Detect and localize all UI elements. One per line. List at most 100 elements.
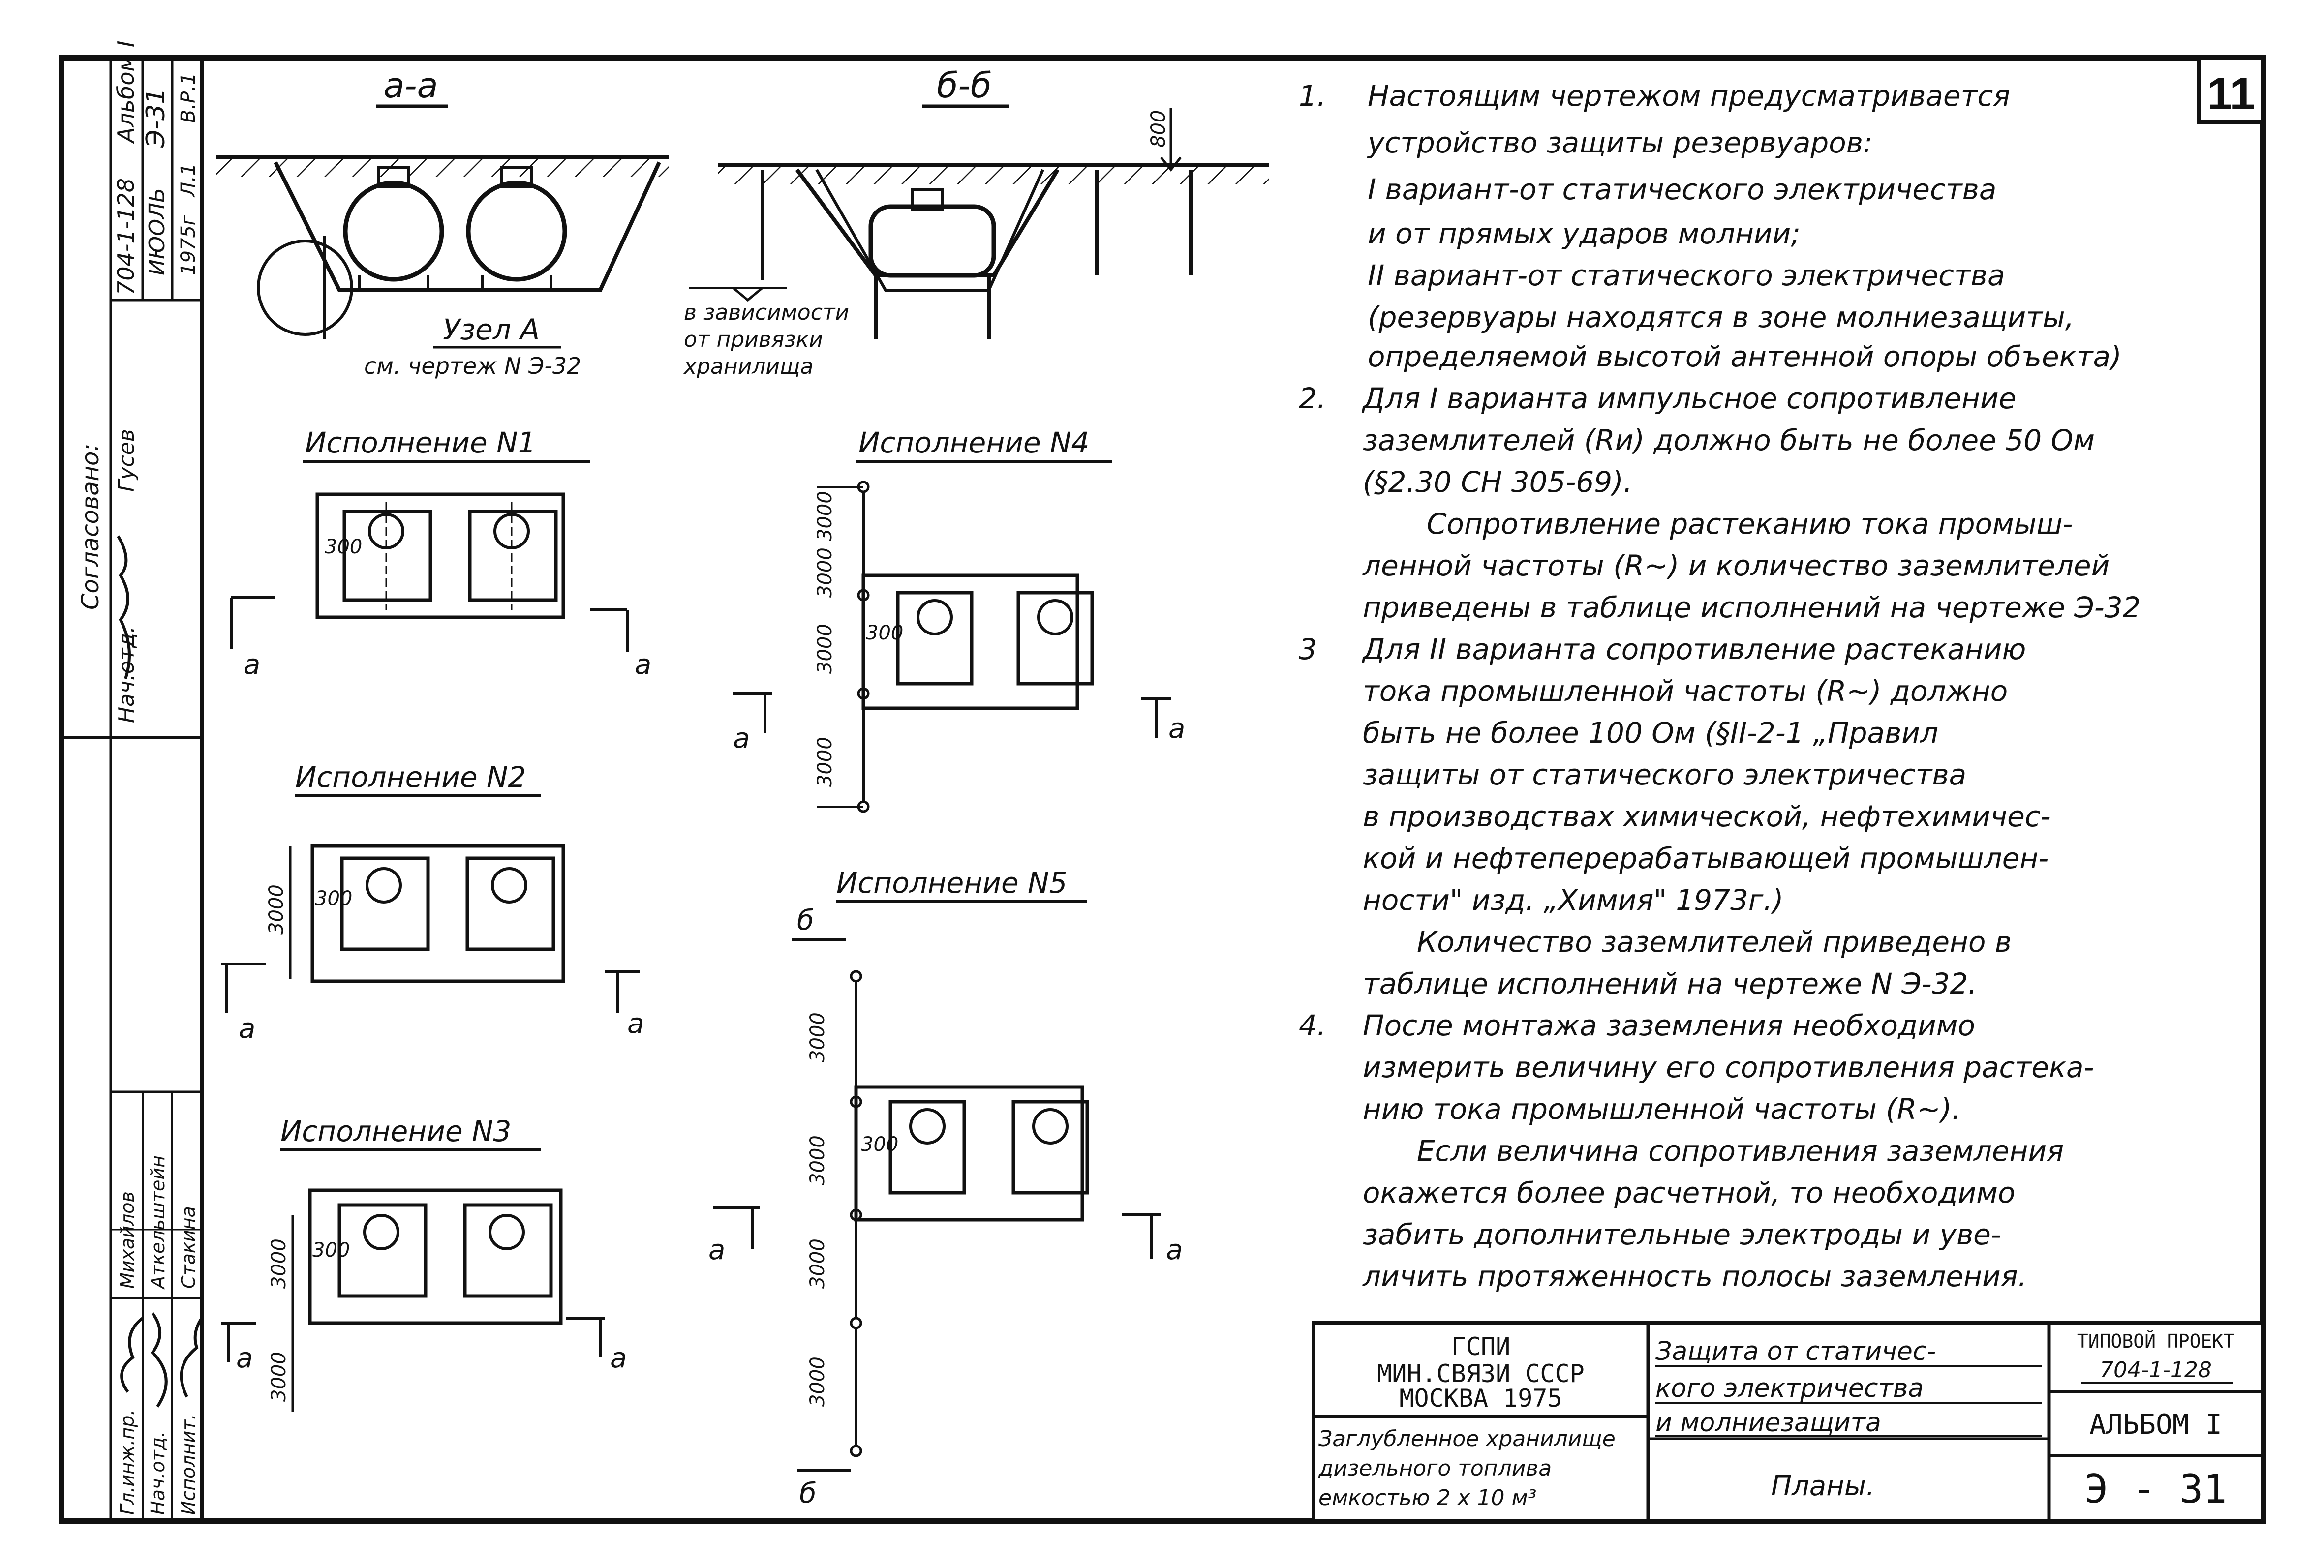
variant-5-dim: 300 <box>861 1133 898 1156</box>
name-chief: Михайлов <box>117 1191 138 1289</box>
variant-4: Исполнение N4 3000 3000 3000 3000 300 а … <box>733 426 1185 813</box>
variant-4-dim-3: 3000 <box>814 624 836 674</box>
node-label: Узел А <box>443 313 540 346</box>
drawing-no: Э - 31 <box>2085 1466 2227 1512</box>
side-stamp: 704-1-128 Альбом I ИЮОЛЬ Э-31 1975г Л.1 … <box>61 41 204 1521</box>
note-4-line-3: нию тока промышленной частоты (R~). <box>1363 1092 1961 1126</box>
note-3-line-7: ности" изд. „Химия" 1973г.) <box>1363 883 1783 917</box>
stamp-vr: В.Р.1 <box>177 73 200 123</box>
section-b-b-title: б-б <box>937 65 992 106</box>
note-1-line-6: (резервуары находятся в зоне молниезащит… <box>1368 301 2074 334</box>
stamp-list: Л.1 <box>177 163 200 198</box>
stamp-drawing: Э-31 <box>141 88 171 148</box>
variant-5-dim-4: 3000 <box>806 1357 829 1407</box>
depth-note-2: от привязки <box>684 327 823 352</box>
note-1-num: 1. <box>1299 79 1326 113</box>
depth-dim: 800 <box>1147 110 1170 148</box>
title-block: ГСПИ МИН.СВЯЗИ СССР МОСКВА 1975 Заглубле… <box>1312 1321 2265 1523</box>
agreed-signature <box>117 535 131 679</box>
note-3-line-6: кой и нефтеперерабатывающей промышлен- <box>1363 842 2049 875</box>
note-1-line-5: II вариант-от статического электричества <box>1368 259 2005 292</box>
variant-2-cut-right: а <box>627 1008 644 1040</box>
variant-3-dim: 300 <box>312 1239 350 1262</box>
subject-1: Защита от статичес- <box>1655 1337 1936 1366</box>
note-3-line-9: таблице исполнений на чертеже N Э-32. <box>1363 967 1977 1000</box>
variant-2-title: Исполнение N2 <box>295 760 526 794</box>
variant-1-cut-right: а <box>635 649 651 681</box>
album: АЛЬБОМ I <box>2089 1409 2222 1441</box>
variant-2-cut-left: а <box>239 1013 255 1045</box>
note-4-line-1: После монтажа заземления необходимо <box>1363 1009 1975 1042</box>
variant-1-dim: 300 <box>325 536 362 558</box>
variant-1-cut-left: а <box>244 649 260 681</box>
name-head: Аткельштейн <box>147 1155 169 1290</box>
variant-5-cut-b-bottom: б <box>799 1478 817 1509</box>
subject-2: кого электричества <box>1655 1374 1924 1403</box>
stamp-year: 1975г <box>177 214 200 275</box>
note-4-line-6: забить дополнительные электроды и уве- <box>1363 1218 2001 1251</box>
note-4-num: 4. <box>1299 1009 1326 1042</box>
note-1-line-1: Настоящим чертежом предусматривается <box>1368 79 2010 113</box>
note-1-line-7: определяемой высотой антенной опоры объе… <box>1368 340 2122 373</box>
variant-4-dim-2: 3000 <box>814 547 836 598</box>
variant-1: Исполнение N1 300 а а <box>230 426 651 681</box>
stamp-agreed-sig: Гусев <box>114 429 139 492</box>
org-3: МОСКВА 1975 <box>1399 1384 1562 1413</box>
role-chief: Гл.инж.пр. <box>117 1410 138 1515</box>
variant-5-dim-3: 3000 <box>806 1238 829 1289</box>
variant-3-dim-2: 3000 <box>268 1352 290 1402</box>
notes: 1. Настоящим чертежом предусматривается … <box>1299 79 2141 1293</box>
note-3-num: 3 <box>1299 633 1317 666</box>
variant-4-title: Исполнение N4 <box>858 426 1089 459</box>
sheet-number-box <box>2197 56 2265 124</box>
note-3-line-2: тока промышленной частоты (R~) должно <box>1363 674 2008 708</box>
project-no: 704-1-128 <box>2100 1357 2212 1383</box>
role-exec: Исполнит. <box>178 1414 199 1515</box>
note-3-line-8: Количество заземлителей приведено в <box>1417 925 2012 959</box>
variant-3-cut-left: а <box>236 1342 253 1374</box>
stamp-agreed: Согласовано: <box>77 443 104 610</box>
variant-5-dim-1: 3000 <box>806 1012 829 1062</box>
variant-5-cut-right: а <box>1166 1234 1183 1266</box>
variant-5: Исполнение N5 б 3000 3000 3000 3000 300 … <box>708 866 1183 1509</box>
note-2-num: 2. <box>1299 382 1326 415</box>
role-head: Нач.отд. <box>147 1431 169 1515</box>
variant-5-title: Исполнение N5 <box>836 866 1067 900</box>
note-4-line-2: измерить величину его сопротивления раст… <box>1363 1051 2094 1084</box>
variant-4-cut-left: а <box>733 723 750 754</box>
section-a-a-title: а-а <box>383 65 438 106</box>
note-3-line-3: быть не более 100 Ом (§II-2-1 „Правил <box>1363 716 1938 750</box>
sheet-frame <box>59 55 2266 1524</box>
sheet-name: Планы. <box>1771 1470 1875 1502</box>
project-label: ТИПОВОЙ ПРОЕКТ <box>2077 1330 2234 1352</box>
note-2-line-1: Для I варианта импульсное сопротивление <box>1361 382 2016 415</box>
note-1-line-3: I вариант-от статического электричества <box>1368 173 1996 206</box>
variant-4-dim-4: 3000 <box>814 737 836 787</box>
note-3-line-5: в производствах химической, нефтехимичес… <box>1363 800 2051 833</box>
note-1-line-2: устройство защиты резервуаров: <box>1367 126 1872 159</box>
note-2-line-5: ленной частоты (R~) и количество заземли… <box>1362 549 2110 582</box>
name-exec: Стакина <box>178 1206 199 1289</box>
note-2-line-3: (§2.30 СН 305-69). <box>1363 465 1632 499</box>
section-a-a: а-а Узел А см. чертеж N Э-32 <box>216 65 669 379</box>
note-4-line-4: Если величина сопротивления заземления <box>1417 1134 2064 1168</box>
variant-5-cut-left: а <box>708 1234 725 1266</box>
variant-2-dim: 300 <box>315 887 352 910</box>
depth-note-1: в зависимости <box>684 300 849 325</box>
variant-5-dim-2: 3000 <box>806 1135 829 1185</box>
org-1: ГСПИ <box>1451 1332 1510 1361</box>
section-b-b: б-б 800 в зависимости от привязки хранил… <box>683 65 1269 379</box>
variant-2: Исполнение N2 3000 300 а а <box>221 760 644 1045</box>
object-1: Заглубленное хранилище <box>1318 1426 1616 1451</box>
subject-3: и молниезащита <box>1655 1408 1881 1438</box>
org-2: МИН.СВЯЗИ СССР <box>1377 1359 1584 1388</box>
variant-5-cut-b-top: б <box>797 905 814 936</box>
note-4-line-5: окажется более расчетной, то необходимо <box>1363 1176 2016 1209</box>
note-4-line-7: личить протяженность полосы заземления. <box>1362 1260 2027 1293</box>
note-3-line-4: защиты от статического электричества <box>1363 758 1966 791</box>
note-2-line-4: Сопротивление растеканию тока промыш- <box>1427 507 2073 541</box>
stamp-album: Альбом I <box>113 41 139 144</box>
depth-note-3: хранилища <box>683 354 813 379</box>
note-2-line-2: заземлителей (Rи) должно быть не более 5… <box>1363 423 2095 457</box>
